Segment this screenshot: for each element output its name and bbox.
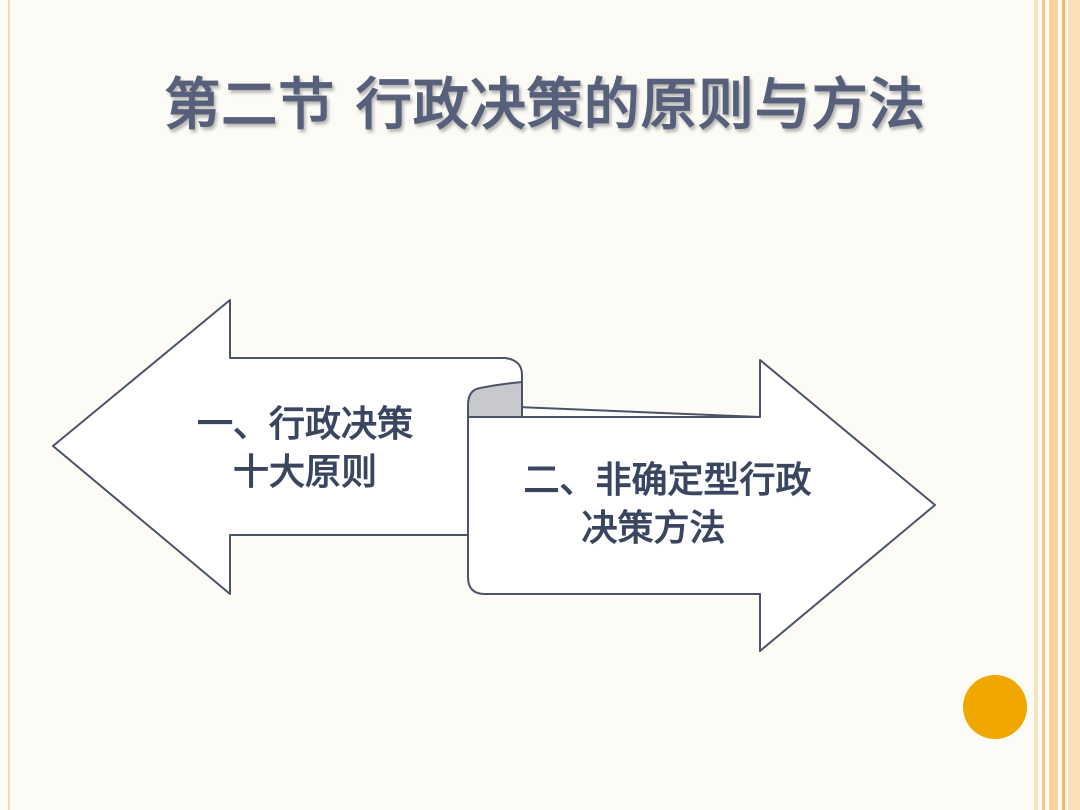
accent-dot: [963, 675, 1027, 739]
right-arrow-label: 二、非确定型行政 决策方法: [485, 456, 850, 552]
left-arrow-shape: [52, 299, 523, 595]
right-arrow-label-line1: 二、非确定型行政: [523, 459, 812, 501]
right-arrow-label-line2: 决策方法: [581, 507, 726, 549]
left-arrow-label-line2: 十大原则: [232, 451, 377, 493]
slide-title: 第二节 行政决策的原则与方法: [164, 72, 926, 138]
left-arrow-label: 一、行政决策 十大原则: [150, 400, 460, 496]
left-border-line: [8, 0, 10, 810]
right-border-stripes: [1034, 0, 1080, 810]
scroll-curl: [467, 381, 523, 418]
left-arrow-label-line1: 一、行政决策: [196, 403, 413, 445]
right-arrow-shape: [467, 359, 936, 652]
